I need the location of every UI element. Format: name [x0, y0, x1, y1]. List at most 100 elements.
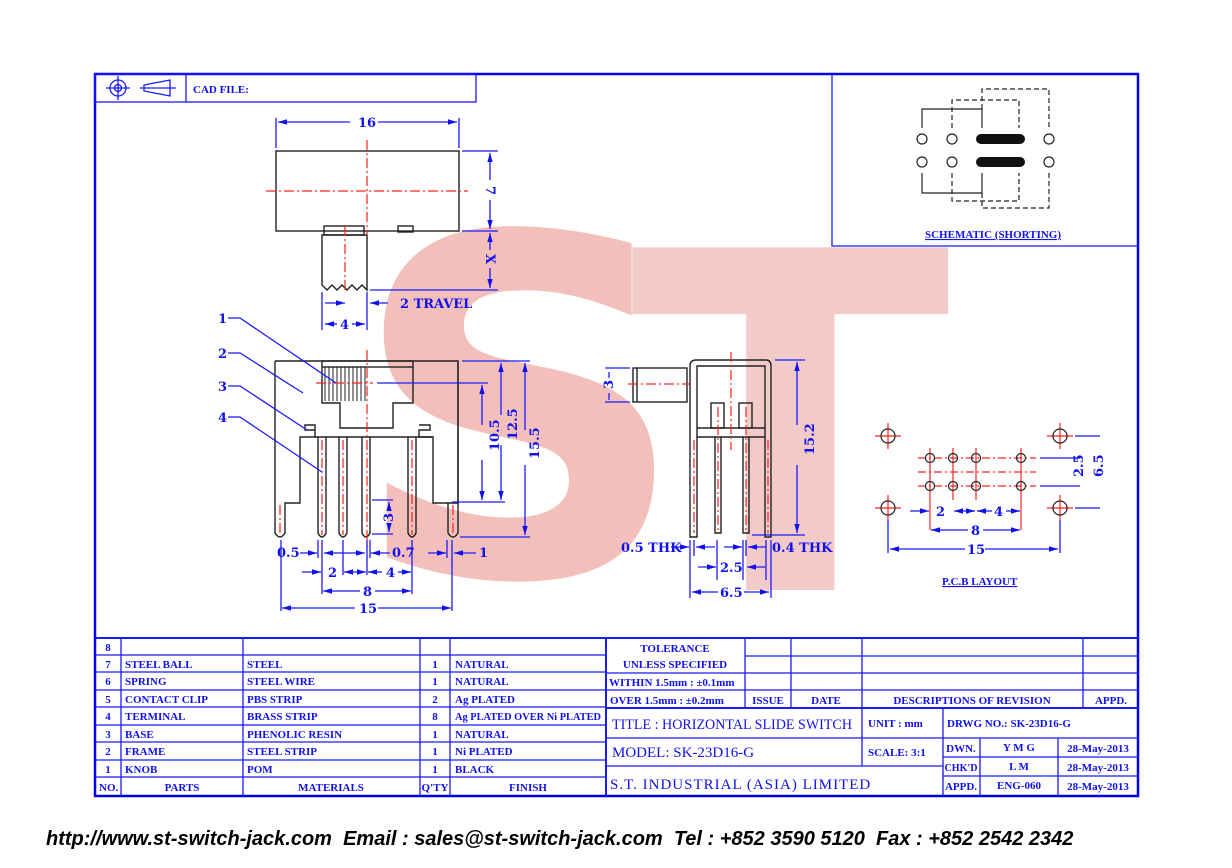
cell-no: 1 [105, 764, 111, 776]
contact-footer: http://www.st-switch-jack.com Email : sa… [46, 828, 1074, 850]
cell-qty: 1 [432, 764, 438, 776]
cell-no: 5 [105, 694, 111, 706]
pcb-dim-8: 8 [971, 524, 980, 539]
cell-material: STEEL WIRE [247, 676, 315, 688]
cell-finish: NATURAL [455, 676, 509, 688]
pcb-layout: 2.5 6.5 2 4 8 15 P.C.B LAYOUT [875, 423, 1107, 588]
cell-material: POM [247, 764, 273, 776]
approval-date: 28-May-2013 [1067, 743, 1129, 755]
terminals [317, 437, 417, 538]
header-box: CAD FILE: [94, 73, 477, 103]
svg-text:T: T [630, 154, 953, 701]
table-row: 1 KNOB POM 1 BLACK [105, 764, 494, 776]
table-row: 8 [105, 642, 111, 654]
dim-2: 2 [328, 566, 337, 581]
cad-file-label: CAD FILE: [193, 84, 249, 96]
drawing-title: TITLE : HORIZONTAL SLIDE SWITCH [612, 717, 852, 733]
date-header: DATE [811, 695, 841, 707]
cell-no: 2 [105, 746, 111, 758]
thk-0-5-label: 0.5 THK [621, 541, 682, 556]
tolerance-within: WITHIN 1.5mm : ±0.1mm [609, 677, 735, 689]
approval-date: 28-May-2013 [1067, 762, 1129, 774]
thk-0-4-label: 0.4 THK [772, 541, 833, 556]
sheet-border [93, 72, 1140, 798]
cell-finish: NATURAL [455, 729, 509, 741]
table-row: 5 CONTACT CLIP PBS STRIP 2 Ag PLATED [105, 694, 515, 706]
cell-finish: NATURAL [455, 659, 509, 671]
dim-10-5: 10.5 [488, 419, 503, 451]
travel-label: 2 TRAVEL [400, 297, 472, 312]
cell-finish: Ag PLATED [455, 694, 515, 706]
dim-15: 15 [359, 602, 377, 617]
pcb-dim-4: 4 [994, 505, 1003, 520]
cell-material: STEEL STRIP [247, 746, 317, 758]
dim-x: X [482, 254, 497, 265]
title-block: TOLERANCE UNLESS SPECIFIED WITHIN 1.5mm … [606, 638, 1138, 796]
dim-15-2: 15.2 [803, 423, 818, 455]
dim-16: 16 [358, 116, 376, 131]
cell-qty: 8 [432, 711, 438, 723]
descriptions-header: DESCRIPTIONS OF REVISION [893, 695, 1050, 707]
front-view: 1 2 3 4 10.5 12.5 15.5 3 0.5 0.7 1 2 4 8… [218, 312, 543, 617]
header-finish: FINISH [509, 782, 547, 794]
cell-part: CONTACT CLIP [125, 694, 208, 706]
cell-finish: BLACK [455, 764, 495, 776]
side-view: 3 15.2 0.5 THK 0.4 THK 2.5 6.5 [602, 352, 833, 601]
tolerance-title: TOLERANCE [640, 643, 709, 655]
svg-text:S: S [350, 139, 689, 686]
issue-header: ISSUE [752, 695, 784, 707]
schematic-title: SCHEMATIC (SHORTING) [925, 229, 1061, 241]
callout-3: 3 [218, 380, 227, 395]
dim-0-5: 0.5 [277, 546, 300, 561]
model-label: MODEL: SK-23D16-G [612, 745, 754, 761]
cell-part: STEEL BALL [125, 659, 193, 671]
cell-qty: 1 [432, 659, 438, 671]
pcb-dim-2: 2 [936, 505, 945, 520]
approval-role: APPD. [945, 781, 977, 793]
company-name: S.T. INDUSTRIAL (ASIA) LIMITED [610, 777, 871, 793]
dim-7: 7 [482, 186, 497, 195]
cell-no: 3 [105, 729, 111, 741]
cell-material: PHENOLIC RESIN [247, 729, 342, 741]
drawing-number: DRWG NO.: SK-23D16-G [947, 718, 1071, 730]
pcb-dim-15: 15 [967, 543, 985, 558]
header-no: NO. [99, 782, 119, 794]
cell-qty: 1 [432, 746, 438, 758]
approval-name: ENG-060 [997, 780, 1042, 792]
pcb-dim-6-5: 6.5 [1092, 454, 1107, 477]
unit-label: UNIT : mm [868, 718, 923, 730]
cell-material: PBS STRIP [247, 694, 303, 706]
st-logo-watermark: S T [350, 139, 953, 701]
callout-1: 1 [218, 312, 227, 327]
third-angle-projection-icon [106, 76, 176, 100]
dim-3: 3 [382, 513, 397, 522]
pcb-dim-2-5: 2.5 [1072, 454, 1087, 477]
cell-material: BRASS STRIP [247, 711, 318, 723]
cell-part: SPRING [125, 676, 167, 688]
approval-name: L M [1009, 761, 1029, 773]
scale-label: SCALE: 3:1 [868, 747, 926, 759]
cell-qty: 2 [432, 694, 438, 706]
appd-header: APPD. [1095, 695, 1127, 707]
dim-0-7: 0.7 [392, 546, 415, 561]
cell-no: 4 [105, 711, 111, 723]
cell-qty: 1 [432, 729, 438, 741]
callout-2: 2 [218, 347, 227, 362]
cell-no: 7 [105, 659, 111, 671]
header-parts: PARTS [165, 782, 200, 794]
dim-12-5: 12.5 [506, 408, 521, 440]
cell-part: FRAME [125, 746, 165, 758]
approval-name: Y M G [1003, 742, 1035, 754]
dim-4b: 4 [386, 566, 395, 581]
dim-8: 8 [363, 585, 372, 600]
callout-leaders [228, 317, 337, 473]
header-qty: Q'TY [422, 782, 449, 794]
cell-part: KNOB [125, 764, 158, 776]
